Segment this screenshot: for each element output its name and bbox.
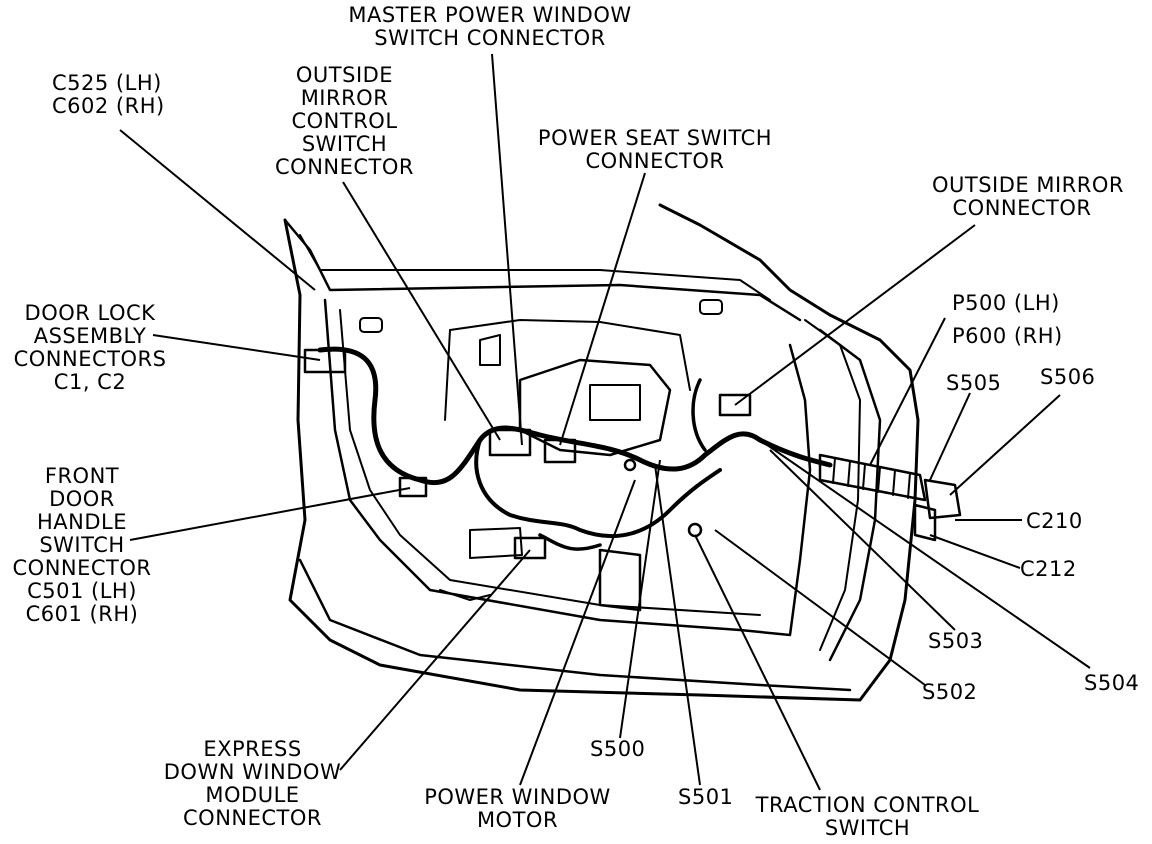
connector-door-handle	[398, 476, 428, 498]
label-line: MASTER POWER WINDOW	[348, 3, 632, 27]
label-c212: C212	[1020, 557, 1077, 581]
label-traction-control-switch: TRACTION CONTROL SWITCH	[750, 794, 985, 840]
leader-s505	[929, 392, 971, 481]
label-line: OUTSIDE MIRROR	[932, 173, 1124, 197]
connector-c210-body	[923, 478, 962, 520]
connector-express-down	[513, 536, 547, 560]
leader-c212	[929, 534, 1021, 569]
label-power-seat-switch: POWER SEAT SWITCH CONNECTOR	[530, 127, 780, 173]
label-outside-mirror-connector: OUTSIDE MIRROR CONNECTOR	[932, 173, 1124, 220]
leader-s506	[949, 394, 1061, 496]
leader-s502	[714, 529, 926, 686]
label-s500: S500	[590, 737, 646, 761]
label-c210: C210	[1026, 509, 1083, 533]
label-line: CONTROL	[291, 109, 398, 133]
label-line: FRONT	[44, 464, 120, 488]
label-s502: S502	[922, 680, 978, 704]
label-line: C1, C2	[53, 370, 127, 394]
label-line: EXPRESS	[203, 737, 302, 761]
label-line: DOOR LOCK	[24, 301, 156, 325]
label-line: TRACTION CONTROL	[755, 793, 980, 817]
label-line: SWITCH	[301, 132, 388, 156]
connector-power-seat	[543, 438, 577, 464]
label-line: HANDLE	[36, 510, 127, 534]
label-express-down-window: EXPRESS DOWN WINDOW MODULE CONNECTOR	[160, 738, 345, 830]
label-s501: S501	[678, 785, 734, 809]
leader-p500-p600	[869, 317, 946, 466]
leader-master-power-window	[491, 53, 523, 446]
label-line: CONNECTOR	[183, 806, 322, 830]
label-line: CONNECTOR	[952, 196, 1092, 220]
label-line: C601 (RH)	[25, 602, 139, 626]
label-line: OUTSIDE	[295, 63, 394, 87]
leader-express-down	[339, 549, 531, 771]
label-line: CONNECTOR	[585, 149, 725, 173]
label-line: P500 (LH)	[952, 291, 1060, 315]
leader-outside-mirror-control	[342, 181, 501, 441]
switch-bracket	[518, 358, 672, 457]
label-line: POWER SEAT SWITCH	[537, 126, 773, 150]
leader-s501	[654, 464, 701, 786]
label-line: ASSEMBLY	[33, 324, 147, 348]
label-line: POWER WINDOW	[424, 785, 611, 809]
door-inner-panel	[323, 298, 812, 637]
label-line: DOOR	[49, 487, 115, 511]
label-line: C602 (RH)	[52, 94, 165, 118]
label-front-door-handle: FRONT DOOR HANDLE SWITCH CONNECTOR C501 …	[2, 465, 162, 626]
leader-door-lock	[152, 334, 321, 361]
label-outside-mirror-control: OUTSIDE MIRROR CONTROL SWITCH CONNECTOR	[272, 64, 417, 179]
door-bottom-edge	[298, 558, 852, 692]
leader-front-door-handle	[129, 487, 411, 541]
label-c525-c602: C525 (LH) C602 (RH)	[52, 72, 165, 118]
label-line: CONNECTOR	[275, 155, 414, 179]
connector-door-lock	[303, 348, 347, 374]
label-p500-p600: P500 (LH) P600 (RH)	[952, 292, 1063, 348]
connector-outside-mirror	[718, 393, 752, 417]
wiring-harness	[317, 346, 833, 486]
leader-power-seat	[559, 172, 646, 446]
leader-lines	[119, 53, 1091, 791]
label-line: MOTOR	[476, 808, 559, 832]
connector-master-window	[488, 428, 532, 457]
leader-s504	[759, 439, 1091, 669]
label-line: SWITCH	[39, 533, 125, 557]
label-s504: S504	[1084, 671, 1140, 695]
label-line: MIRROR	[300, 86, 389, 110]
label-s506: S506	[1040, 365, 1096, 389]
door-illustration	[283, 203, 962, 702]
label-line: DOWN WINDOW	[163, 760, 342, 784]
label-line: SWITCH CONNECTOR	[374, 26, 606, 50]
leader-c525-c602	[119, 129, 316, 291]
label-line: CONNECTORS	[13, 347, 167, 371]
label-line: MODULE	[205, 783, 300, 807]
connector-c212-body	[913, 503, 937, 542]
label-master-power-window: MASTER POWER WINDOW SWITCH CONNECTOR	[340, 4, 640, 50]
leader-power-window-motor	[519, 479, 636, 786]
label-line: P600 (RH)	[952, 324, 1063, 348]
leader-traction-control	[694, 534, 821, 791]
label-power-window-motor: POWER WINDOW MOTOR	[415, 786, 620, 832]
label-door-lock-assembly: DOOR LOCK ASSEMBLY CONNECTORS C1, C2	[10, 302, 170, 394]
label-line: C525 (LH)	[52, 71, 162, 95]
panel-cutout-left	[359, 317, 383, 333]
window-regulator	[598, 548, 642, 612]
door-hinge-edge	[818, 328, 882, 662]
label-line: SWITCH	[824, 816, 911, 840]
leader-s500	[619, 459, 661, 739]
label-s503: S503	[928, 629, 984, 653]
leader-s503	[769, 449, 956, 631]
panel-cutout-right	[699, 299, 723, 315]
label-line: CONNECTOR	[12, 556, 152, 580]
label-s505: S505	[946, 371, 1002, 395]
label-line: C501 (LH)	[27, 579, 137, 603]
harness-conduit	[818, 453, 927, 502]
leader-outside-mirror-connector	[734, 224, 976, 406]
